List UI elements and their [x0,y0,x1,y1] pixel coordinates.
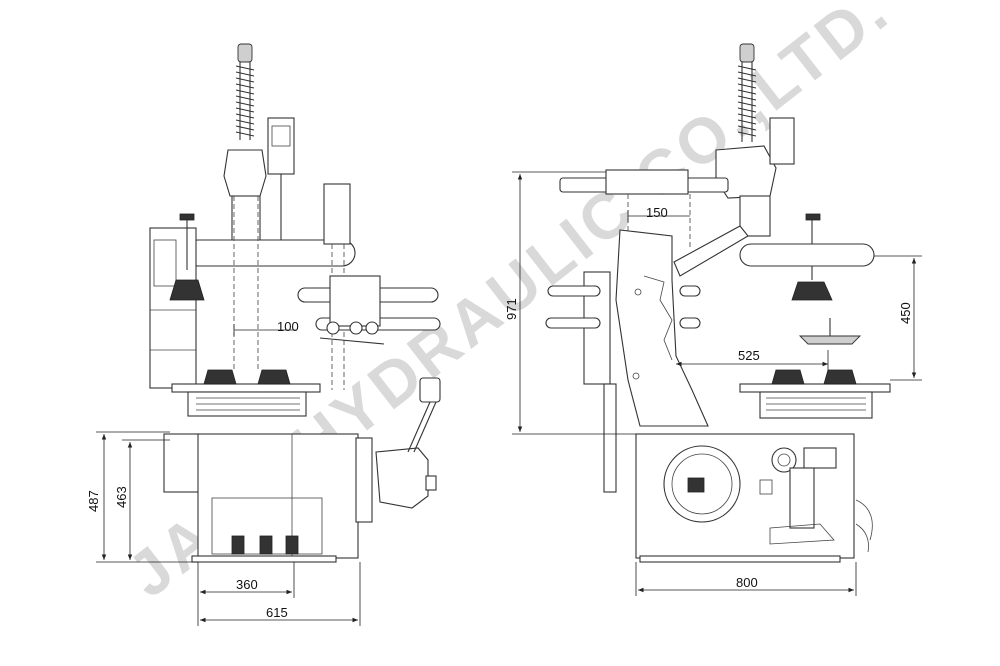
front-right-post [323,183,351,245]
side-spring [737,62,757,142]
front-head [223,149,267,197]
front-cabinet [197,433,359,559]
front-pedal-2 [259,535,273,555]
front-left-clamp [169,279,205,301]
front-view: 100 487 463 360 615 [86,43,441,626]
side-helper-arm [739,243,875,267]
front-turntable-top [171,383,321,393]
dim-total-height: 971 [504,298,519,320]
side-view: 150 971 450 525 800 [504,43,922,596]
side-turntable-top [739,383,891,393]
side-diagonal-arm [673,225,749,277]
side-clamp [791,281,833,301]
side-head-block [739,195,771,237]
dim-reach: 525 [738,348,760,363]
front-spring [235,62,255,140]
dim-arm-offset: 150 [646,205,668,220]
front-side-tank [163,433,201,493]
dim-total-width: 615 [266,605,288,620]
side-gearbox [803,447,837,469]
side-turntable [759,391,873,419]
dim-head-travel: 450 [898,302,913,324]
front-bead-breaker [375,447,429,509]
front-head-block [231,195,261,245]
front-column-cap [237,43,253,63]
side-press-disc [798,335,862,345]
front-pedal-3 [285,535,299,555]
dim-column-offset: 100 [277,319,299,334]
dim-base-width: 360 [236,577,258,592]
side-arm-housing [605,169,689,195]
side-control-box [769,117,795,165]
dim-height-b: 463 [114,486,129,508]
dim-height-a: 487 [86,490,101,512]
front-left-panel [149,227,197,389]
side-column-cap [739,43,755,63]
dim-depth: 800 [736,575,758,590]
front-pedal-1 [231,535,245,555]
